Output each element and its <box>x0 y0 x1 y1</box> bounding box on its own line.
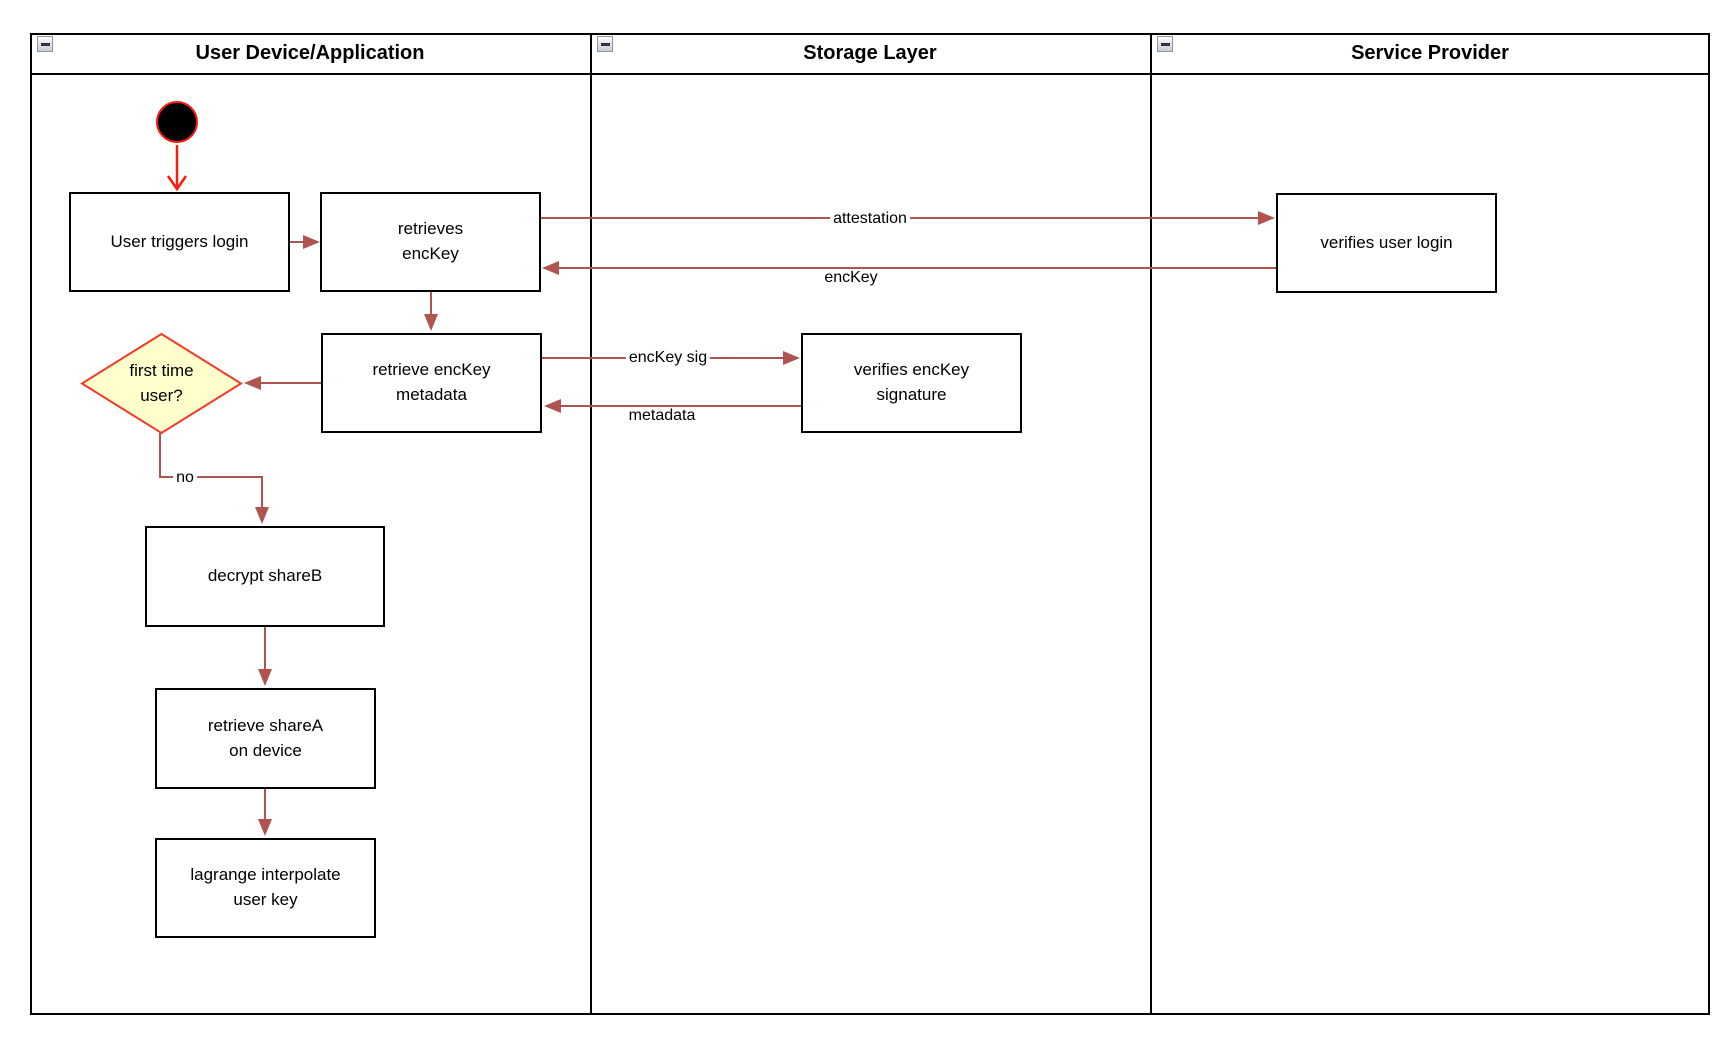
edge-label-enckey: encKey <box>821 269 881 287</box>
decision-label: first time user? <box>129 360 194 405</box>
edge-label-metadata: metadata <box>625 407 699 425</box>
collapse-icon[interactable] <box>37 36 53 52</box>
minus-glyph <box>40 42 50 46</box>
lane-divider-1 <box>590 33 592 1015</box>
node-retrieves-enckey[interactable]: retrieves encKey <box>320 192 541 292</box>
lane-title-user-device: User Device/Application <box>195 42 425 64</box>
lane-header-separator <box>30 73 1710 75</box>
node-label: decrypt shareB <box>207 566 323 586</box>
decision-first-time-user[interactable]: first time user? <box>80 333 243 434</box>
minus-glyph <box>1160 42 1170 46</box>
collapse-icon[interactable] <box>1157 36 1173 52</box>
node-verifies-user-login[interactable]: verifies user login <box>1276 193 1497 293</box>
node-verifies-enckey-signature[interactable]: verifies encKey signature <box>801 333 1022 433</box>
collapse-icon[interactable] <box>597 36 613 52</box>
node-lagrange-interpolate[interactable]: lagrange interpolate user key <box>155 838 376 938</box>
node-retrieve-enckey-metadata[interactable]: retrieve encKey metadata <box>321 333 542 433</box>
edge-label-attestation: attestation <box>830 210 910 228</box>
lane-divider-2 <box>1150 33 1152 1015</box>
node-label: User triggers login <box>110 231 249 251</box>
initial-state-node[interactable] <box>156 101 198 143</box>
node-retrieve-sharea[interactable]: retrieve shareA on device <box>155 688 376 789</box>
lane-title-storage-layer: Storage Layer <box>803 42 937 64</box>
node-label: retrieve encKey metadata <box>372 360 491 404</box>
node-label: verifies encKey signature <box>853 360 970 404</box>
node-user-triggers-login[interactable]: User triggers login <box>69 192 290 292</box>
lane-title-service-provider: Service Provider <box>1351 42 1509 64</box>
edge-label-enckey-sig: encKey sig <box>625 349 711 367</box>
node-decrypt-shareb[interactable]: decrypt shareB <box>145 526 385 627</box>
node-label: lagrange interpolate user key <box>190 865 341 909</box>
edge-label-no: no <box>173 469 197 487</box>
node-label: retrieves encKey <box>397 219 464 263</box>
node-label: verifies user login <box>1320 232 1453 252</box>
node-label: retrieve shareA on device <box>207 715 324 760</box>
minus-glyph <box>600 42 610 46</box>
